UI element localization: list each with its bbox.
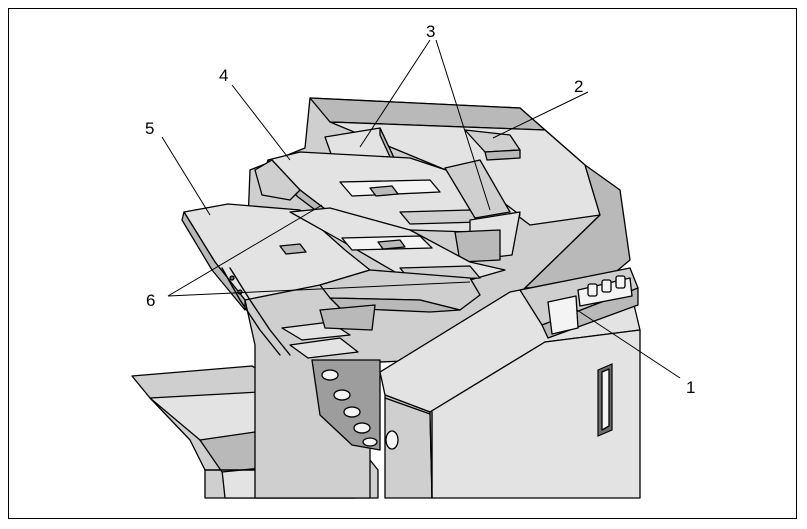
lower-tray-assembly	[181, 203, 506, 359]
callout-6: 6	[146, 291, 155, 310]
callout-3: 3	[426, 22, 435, 41]
panel-button-icon	[615, 275, 626, 289]
callout-4: 4	[219, 66, 228, 85]
front-pillar	[379, 267, 641, 499]
leader-lines	[161, 39, 681, 379]
roller-column	[311, 359, 381, 451]
panel-button-icon	[587, 283, 598, 297]
callout-5: 5	[145, 119, 154, 138]
panel-button-icon	[601, 279, 612, 293]
callout-1: 1	[686, 378, 695, 397]
callouts: 1 2 3 4 5 6	[145, 22, 695, 397]
side-lid	[254, 159, 301, 201]
top-knob	[464, 129, 521, 161]
callout-2: 2	[574, 77, 583, 96]
